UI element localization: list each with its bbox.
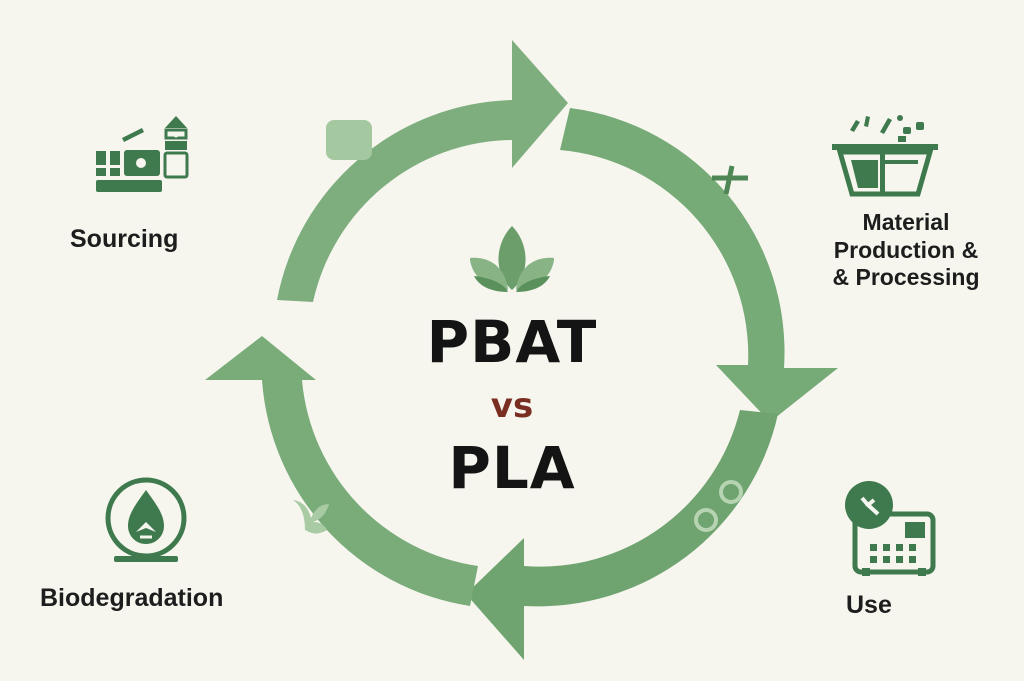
leaf-icon: [470, 226, 554, 292]
appliance-icon: [845, 481, 936, 576]
stage-label-sourcing: Sourcing: [70, 225, 179, 253]
factory-icon: [96, 116, 189, 192]
cycle-arrow-left: [205, 336, 478, 606]
water-drop-icon: [105, 477, 187, 562]
ring-sprout-mark: [293, 500, 329, 534]
cycle-ring: [205, 40, 838, 660]
cycle-arrow-top: [277, 40, 568, 302]
title-vs: vs: [490, 386, 534, 426]
cycle-arrow-bottom: [466, 410, 778, 660]
cycle-arrow-right: [560, 108, 838, 422]
ring-circle-mark: [694, 508, 718, 532]
title-pbat: PBAT: [426, 308, 598, 376]
stage-label-use: Use: [846, 591, 892, 619]
ring-plus-mark: [712, 165, 748, 195]
stage-label-biodegradation: Biodegradation: [40, 584, 224, 612]
ring-square-mark: [326, 120, 372, 160]
stage-label-material-production: Material Production & & Processing: [832, 209, 980, 291]
production-basket-icon: [832, 115, 938, 197]
ring-circle-mark: [719, 480, 743, 504]
title-pla: PLA: [448, 434, 576, 502]
